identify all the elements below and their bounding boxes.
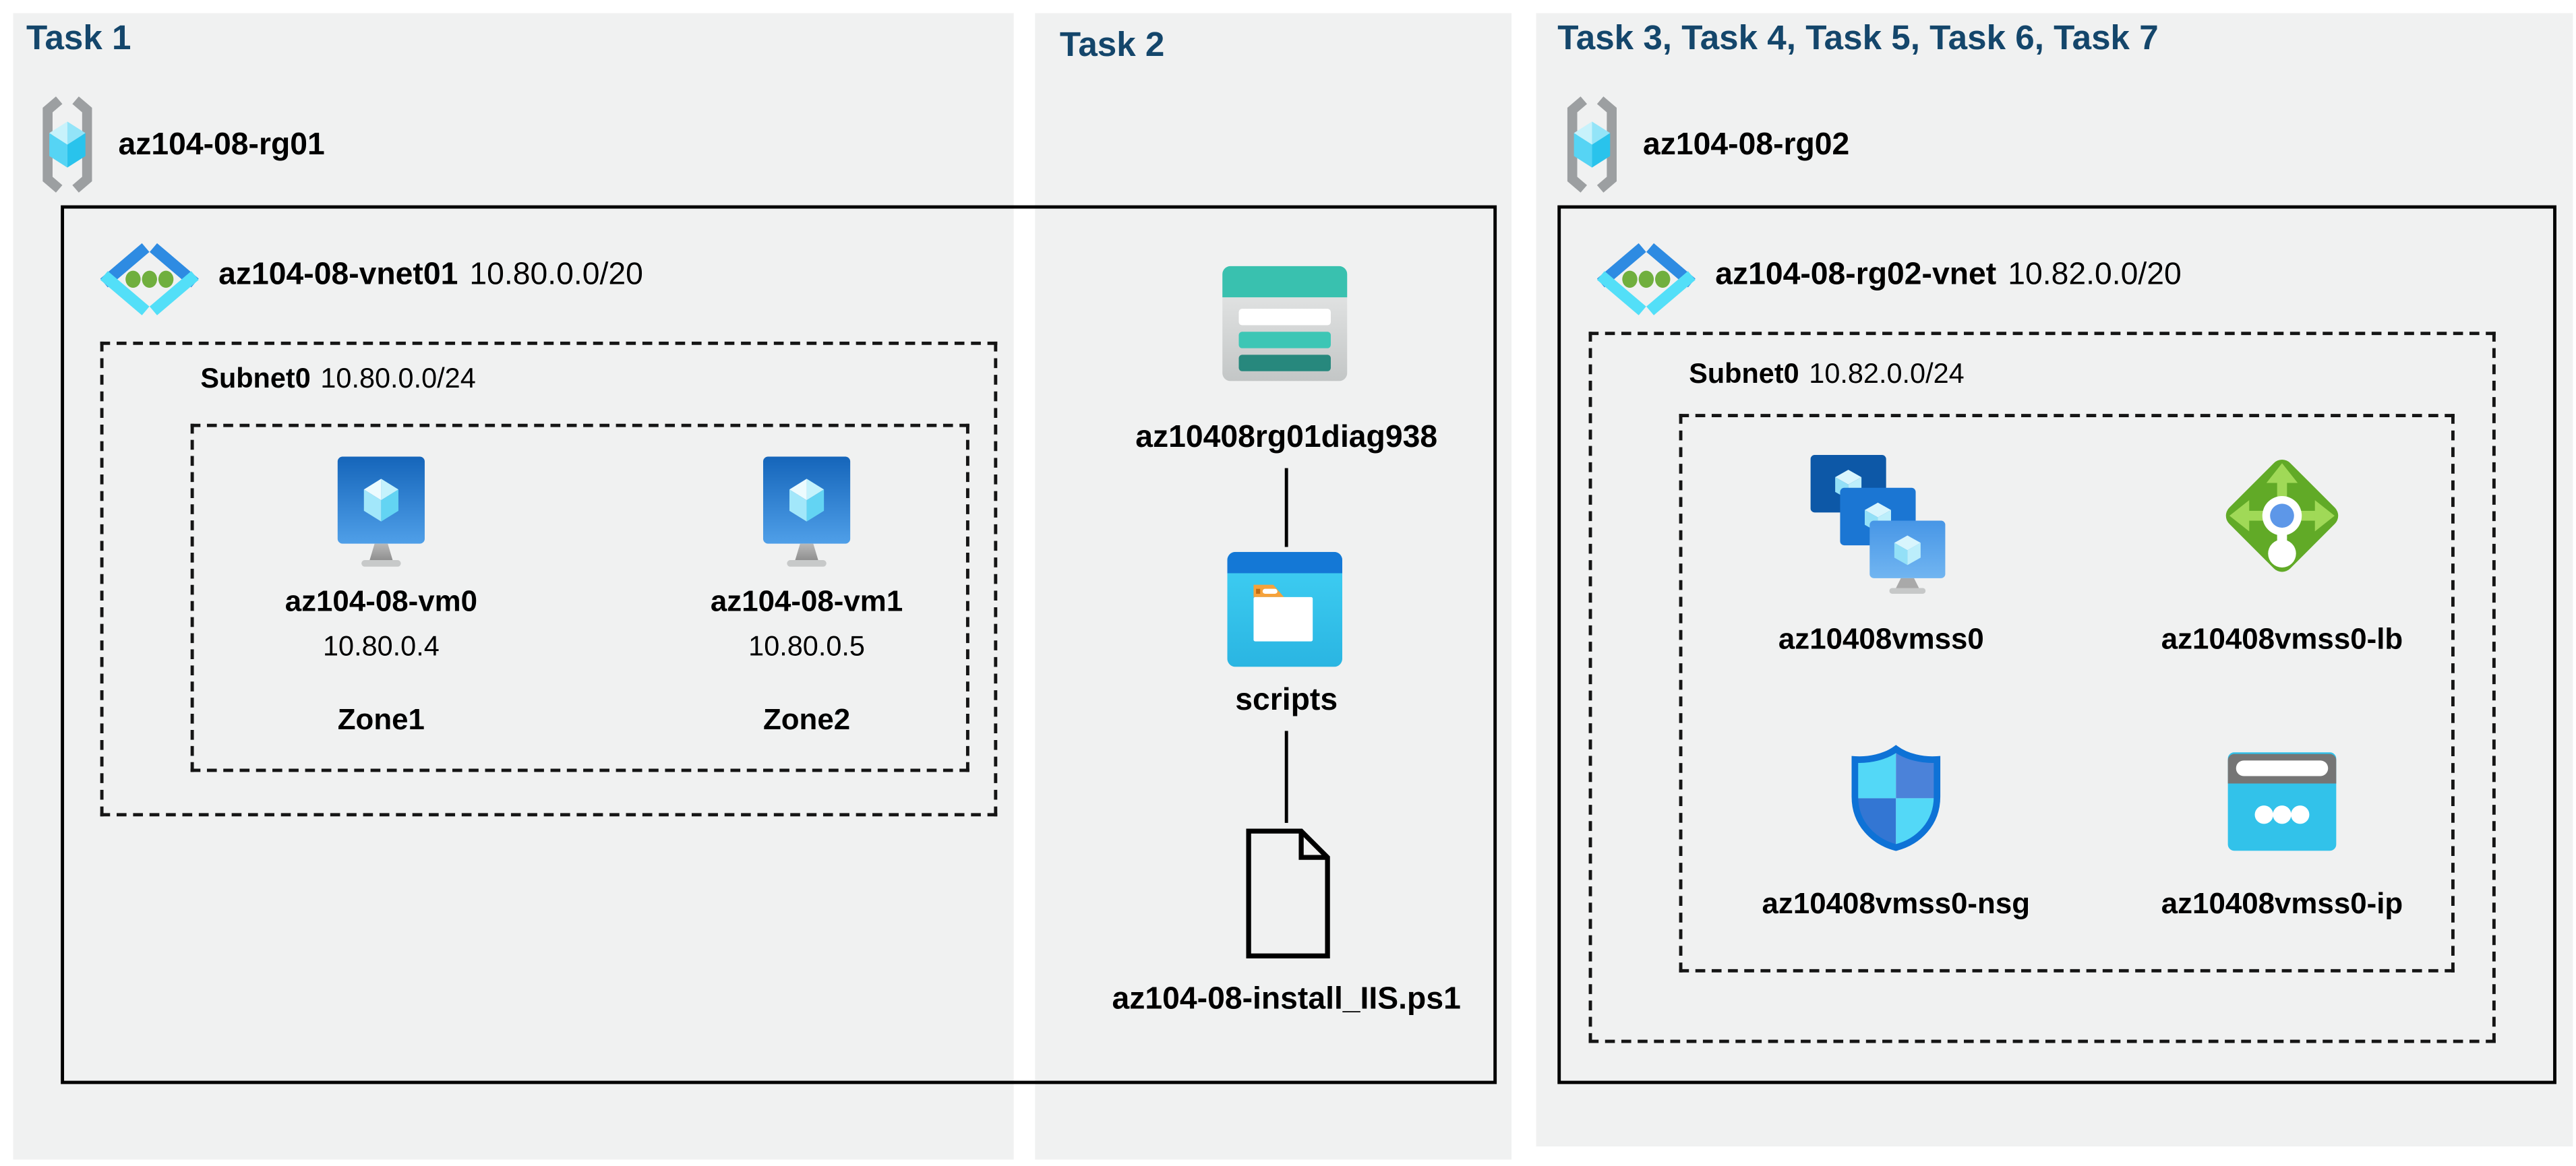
task3-subnet-label: Subnet0 10.82.0.0/24: [1689, 358, 1964, 391]
task3-vnet-box: [1557, 205, 2556, 1084]
task1-vm-group-box: [190, 423, 969, 772]
task1-subnet-label: Subnet0 10.80.0.0/24: [200, 363, 475, 396]
load-balancer-icon: [2225, 459, 2339, 572]
task3-vnet-cidr: 10.82.0.0/20: [2008, 257, 2182, 293]
task1-rg-label: az104-08-rg01: [118, 128, 325, 163]
task1-vnet-box: [61, 205, 1497, 1084]
task1-panel: [13, 13, 1014, 1160]
vm-icon: [762, 456, 851, 567]
task3-vnet-name: az104-08-rg02-vnet: [1715, 257, 1997, 293]
task3-panel: [1536, 13, 2573, 1147]
vm1-name: az104-08-vm1: [710, 584, 903, 618]
vm0-ip: 10.80.0.4: [322, 630, 440, 663]
nsg-icon: [1851, 745, 1941, 851]
task2-title: Task 2: [1059, 26, 1165, 65]
task1-subnet-box: [100, 341, 998, 817]
connector-storage-to-scripts: [1284, 468, 1288, 547]
public-ip-label: az10408vmss0-ip: [2161, 886, 2403, 920]
scripts-folder-label: scripts: [1235, 683, 1338, 718]
task1-subnet-name: Subnet0: [200, 363, 311, 394]
task3-subnet-name: Subnet0: [1689, 358, 1799, 390]
task3-rg-label: az104-08-rg02: [1643, 128, 1850, 163]
file-icon: [1246, 828, 1330, 958]
install-script-label: az104-08-install_IIS.ps1: [1112, 982, 1461, 1017]
vmss-label: az10408vmss0: [1778, 622, 1984, 656]
task3-subnet-cidr: 10.82.0.0/24: [1809, 358, 1965, 390]
vm0-name: az104-08-vm0: [284, 584, 478, 618]
vmss-icon: [1810, 455, 1946, 594]
lb-label: az10408vmss0-lb: [2161, 622, 2403, 656]
storage-account-icon: [1222, 266, 1348, 381]
task1-vnet-label: az104-08-vnet01 10.80.0.0/20: [218, 258, 643, 295]
resource-group-icon: [42, 96, 92, 193]
storage-account-label: az10408rg01diag938: [1135, 420, 1438, 456]
task1-vnet-cidr: 10.80.0.0/20: [469, 257, 643, 293]
resource-group-icon: [1567, 96, 1617, 193]
task1-vnet-name: az104-08-vnet01: [218, 257, 458, 293]
virtual-network-icon: [1596, 243, 1696, 315]
task1-subnet-cidr: 10.80.0.0/24: [320, 363, 476, 394]
virtual-network-icon: [100, 243, 199, 315]
blob-container-icon: [1227, 551, 1343, 667]
connector-scripts-to-file: [1284, 731, 1288, 823]
vm1-zone: Zone2: [762, 703, 851, 736]
task3-vnet-label: az104-08-rg02-vnet 10.82.0.0/20: [1715, 258, 2181, 295]
vm1-ip: 10.80.0.5: [748, 630, 865, 663]
task3-subnet-box: [1588, 332, 2496, 1043]
task1-title: Task 1: [26, 20, 131, 58]
task3-resource-group-box: [1679, 414, 2455, 973]
public-ip-icon: [2227, 752, 2337, 851]
nsg-label: az10408vmss0-nsg: [1762, 886, 2031, 920]
vm-icon: [337, 456, 425, 567]
vm0-zone: Zone1: [337, 703, 425, 736]
task3-title: Task 3, Task 4, Task 5, Task 6, Task 7: [1557, 20, 2159, 58]
